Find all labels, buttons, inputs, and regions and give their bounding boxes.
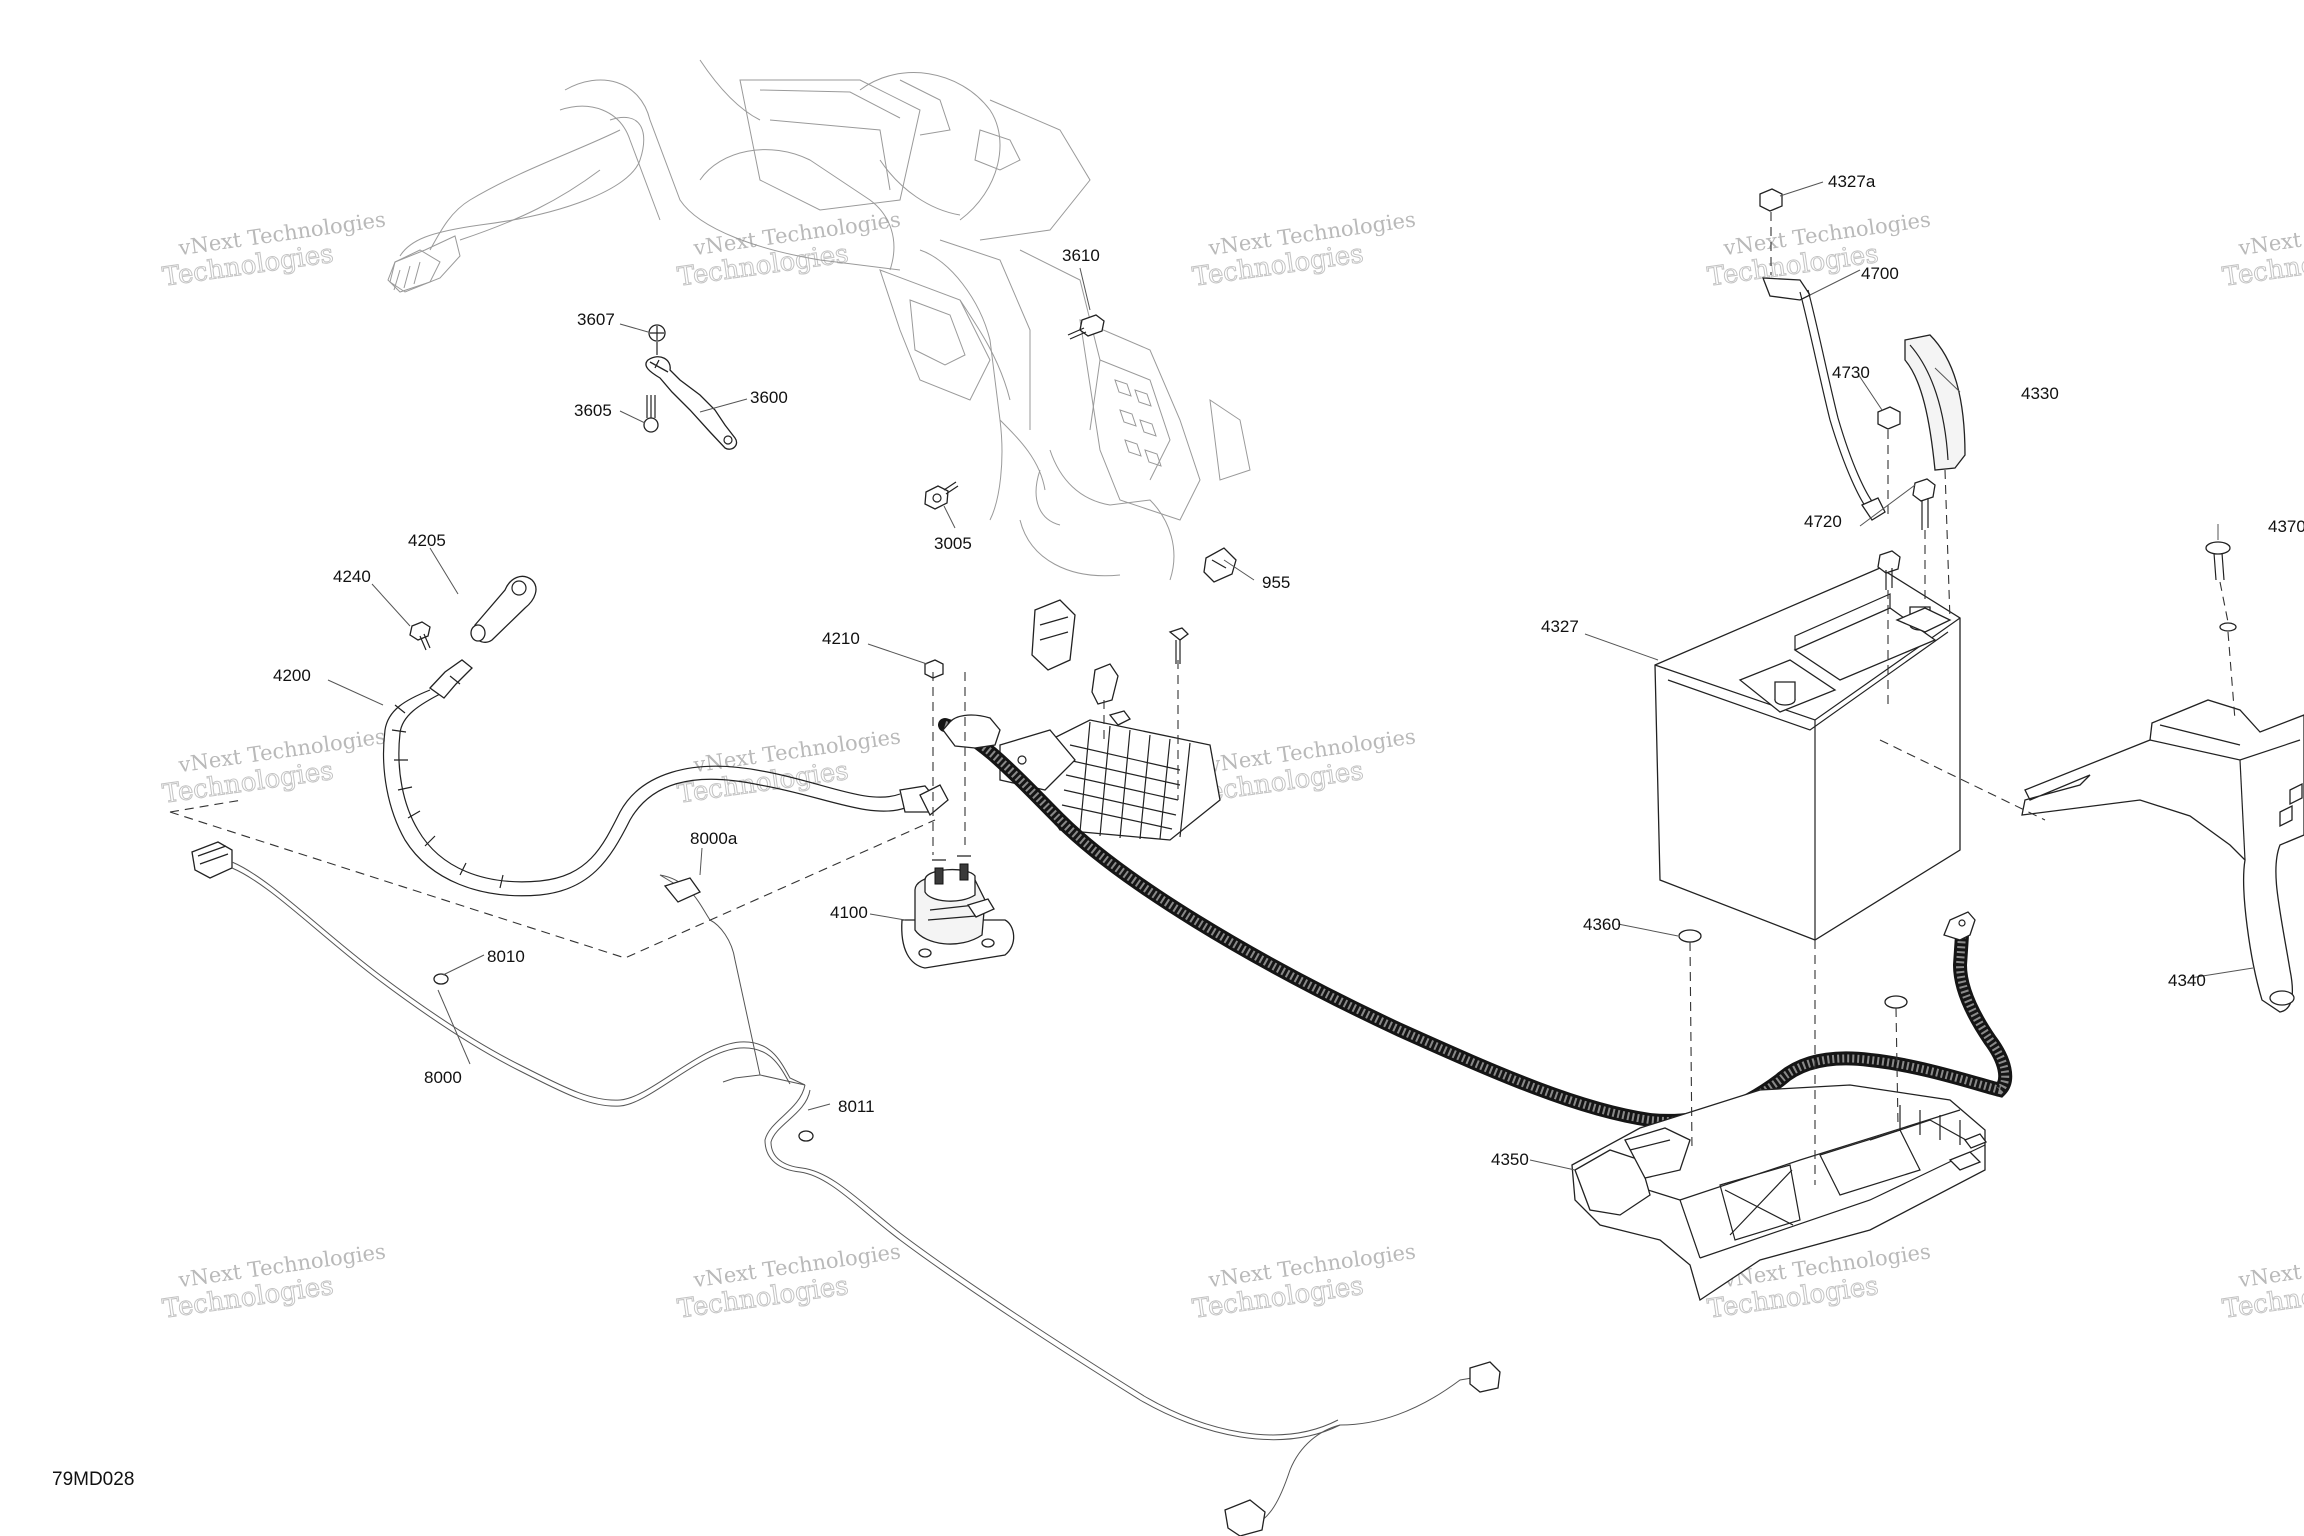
callout-4330: 4330 — [2021, 384, 2059, 403]
callout-labels: 3600 3605 3607 3610 3005 955 4205 4240 4… — [273, 172, 2304, 1169]
watermark: vNext Technologies Technologies — [160, 1239, 387, 1325]
terminal-cap-4205 — [470, 575, 537, 643]
callout-3605: 3605 — [574, 401, 612, 420]
harness-8000 — [191, 841, 1501, 1536]
callout-3610: 3610 — [1062, 246, 1100, 265]
watermark: vNext Technologies Technologies — [1190, 724, 1417, 810]
nut-4327a — [1759, 188, 1783, 275]
voltage-regulator — [999, 710, 1221, 841]
watermark: vNext Technologies Technologies — [1705, 207, 1932, 293]
callout-4240: 4240 — [333, 567, 371, 586]
watermark: vNext Technologies Technologies — [2220, 1239, 2304, 1325]
callout-3600: 3600 — [750, 388, 788, 407]
watermark: vNext Technologies Technologies — [675, 1239, 902, 1325]
callout-8000: 8000 — [424, 1068, 462, 1087]
callout-8000a: 8000a — [690, 829, 738, 848]
watermark: vNext Technologies Technologies — [160, 207, 387, 293]
watermark: vNext Technologies Technologies — [2220, 207, 2304, 293]
bolt-4720 — [1877, 478, 1936, 705]
callout-4350: 4350 — [1491, 1150, 1529, 1169]
callout-4210: 4210 — [822, 629, 860, 648]
callout-4340: 4340 — [2168, 971, 2206, 990]
callout-4730: 4730 — [1832, 363, 1870, 382]
nut-4730 — [1877, 406, 1901, 520]
bolt-3005 — [924, 481, 959, 510]
callout-4327: 4327 — [1541, 617, 1579, 636]
bolt-3610 — [1067, 314, 1105, 340]
callout-955: 955 — [1262, 573, 1290, 592]
battery-tray-4350 — [1571, 1084, 1988, 1302]
ghost-frame-assembly — [387, 59, 1251, 581]
watermark: vNext Technologies Technologies — [160, 724, 387, 810]
callout-4205: 4205 — [408, 531, 446, 550]
callout-4327a: 4327a — [1828, 172, 1876, 191]
callout-4100: 4100 — [830, 903, 868, 922]
connector-ghost-pair — [1031, 599, 1189, 800]
callout-8011: 8011 — [838, 1097, 875, 1116]
screw-4240 — [409, 621, 431, 651]
callout-4370: 4370 — [2268, 517, 2304, 536]
assembly-dash-lines — [169, 672, 2046, 959]
terminal-cover-4330 — [1904, 334, 1966, 621]
cable-4200 — [382, 659, 949, 897]
solenoid-4100 — [901, 855, 1015, 969]
clip-955 — [1203, 547, 1237, 583]
watermark: vNext Technologies Technologies — [1190, 1239, 1417, 1325]
callout-4700: 4700 — [1861, 264, 1899, 283]
grommet-4360 — [1678, 929, 1908, 1185]
callout-3607: 3607 — [577, 310, 615, 329]
ground-strap-3600 — [645, 324, 738, 450]
callout-3005: 3005 — [934, 534, 972, 553]
battery-4327 — [1654, 567, 1961, 941]
ghost-connector — [389, 169, 601, 293]
callout-8010: 8010 — [487, 947, 525, 966]
bolt-3605 — [643, 395, 659, 433]
leader-lines — [327, 181, 2254, 1171]
callout-4360: 4360 — [1583, 915, 1621, 934]
callout-4720: 4720 — [1804, 512, 1842, 531]
watermark: vNext Technologies Technologies — [675, 207, 902, 293]
bolt-4370 — [2205, 541, 2237, 721]
nut-4210 — [924, 659, 944, 679]
callout-4200: 4200 — [273, 666, 311, 685]
battery-cable-4700 — [1762, 277, 1886, 521]
diagram-code: 79MD028 — [52, 1469, 134, 1490]
watermark: vNext Technologies Technologies — [1190, 207, 1417, 293]
bracket-4340 — [2021, 699, 2304, 1013]
